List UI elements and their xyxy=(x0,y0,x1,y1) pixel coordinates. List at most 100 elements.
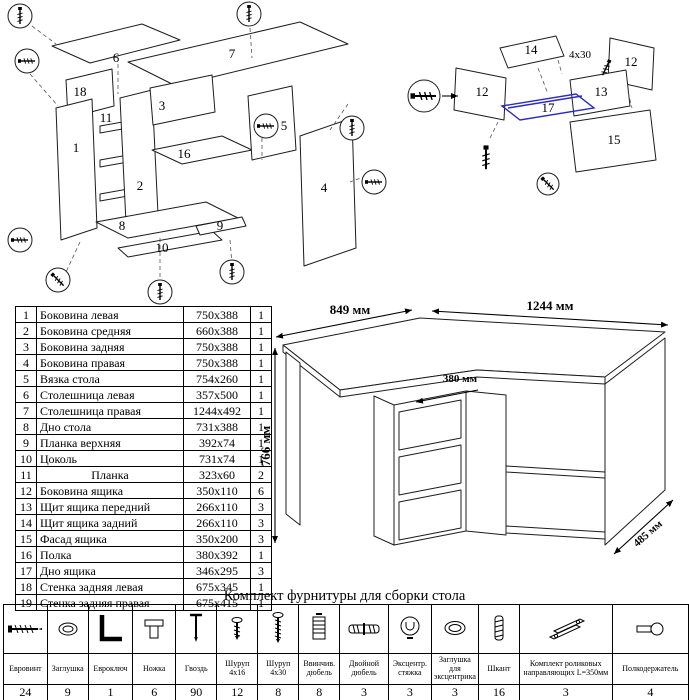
part-1-left-side xyxy=(55,98,98,241)
hardware-callouts xyxy=(7,1,387,305)
part-13-drawer-front-panel xyxy=(569,69,631,117)
hardware-item-qty: 3 xyxy=(518,684,613,700)
hardware-item-name: Гвоздь xyxy=(175,653,218,685)
hardware-item-qty: 6 xyxy=(132,684,177,700)
hardware-item-qty: 3 xyxy=(387,684,432,700)
desk-render xyxy=(282,317,666,546)
parts-name: Боковина левая xyxy=(36,306,184,323)
hardware-item-qty: 3 xyxy=(339,684,389,700)
drawer-parts xyxy=(453,35,657,173)
parts-size: 323x60 xyxy=(183,466,251,483)
dowel-pin-icon xyxy=(477,604,520,654)
dim-line-1244 xyxy=(431,308,669,328)
parts-name: Полка xyxy=(36,546,184,563)
hardware-item-name: Шуруп 4x16 xyxy=(216,653,259,685)
hardware-item-name: Эксцентр. стяжка xyxy=(387,653,432,685)
hardware-item-qty: 16 xyxy=(477,684,520,700)
hardware-item-qty: 8 xyxy=(298,684,341,700)
part-15-drawer-facade xyxy=(569,109,657,173)
parts-num: 5 xyxy=(15,370,37,387)
eccentric-cap-icon xyxy=(430,604,479,654)
parts-num: 14 xyxy=(15,514,37,531)
parts-num: 13 xyxy=(15,498,37,515)
part-4-right-side xyxy=(299,117,357,267)
cap-icon xyxy=(46,604,89,654)
parts-name: Боковина задняя xyxy=(36,338,184,355)
parts-num: 2 xyxy=(15,322,37,339)
confirmat-screw-icon xyxy=(3,604,48,654)
part-10-plinth xyxy=(117,230,223,258)
hardware-item-qty: 12 xyxy=(216,684,259,700)
parts-size: 750x388 xyxy=(183,354,251,371)
dim-line-849 xyxy=(275,308,413,339)
hardware-item-qty: 3 xyxy=(430,684,479,700)
diagram-label: 4x30 xyxy=(569,49,592,61)
niche-shelf xyxy=(505,465,606,479)
parts-size: 392x74 xyxy=(183,434,251,451)
parts-num: 9 xyxy=(15,434,37,451)
dim-line-485 xyxy=(613,499,674,555)
parts-num: 12 xyxy=(15,482,37,499)
diagram-label: 13 xyxy=(595,84,608,99)
parts-name: Боковина правая xyxy=(36,354,184,371)
hardware-item-name: Евроключ xyxy=(87,653,134,685)
diagram-label: 9 xyxy=(217,218,224,233)
part-17-drawer-bottom xyxy=(500,93,596,121)
parts-num: 15 xyxy=(15,530,37,547)
parts-num: 3 xyxy=(15,338,37,355)
part-9-top-slat xyxy=(195,216,247,236)
parts-size: 380x392 xyxy=(183,546,251,563)
parts-size: 346x295 xyxy=(183,562,251,579)
screw-callout-icon xyxy=(45,267,71,293)
screw-callout-icon xyxy=(7,3,33,29)
parts-name: Цоколь xyxy=(36,450,184,467)
drawer-slides-icon xyxy=(518,604,613,654)
screw-callout-icon xyxy=(339,115,365,141)
hardware-item-qty: 90 xyxy=(175,684,218,700)
parts-name: Щит ящика задний xyxy=(36,514,184,531)
diagram-label: 11 xyxy=(100,110,113,125)
parts-size: 1244x492 xyxy=(183,402,251,419)
screw-icon xyxy=(482,145,489,169)
part-6-left-top xyxy=(51,23,181,64)
parts-size: 660x388 xyxy=(183,322,251,339)
drawer-front-3 xyxy=(398,489,462,541)
diagram-label: 3 xyxy=(159,98,166,113)
parts-size: 357x500 xyxy=(183,386,251,403)
parts-name: Планка верхняя xyxy=(36,434,184,451)
exploded-parts xyxy=(51,21,357,267)
part-14-drawer-back xyxy=(499,35,565,69)
hardware-kit-title: Комплект фурнитуры для сборки стола xyxy=(223,588,466,604)
parts-num: 17 xyxy=(15,562,37,579)
parts-size: 350x110 xyxy=(183,482,251,499)
left-end-panel xyxy=(285,351,301,526)
confirmat-screw-callout-icon xyxy=(407,79,441,113)
diagram-label: 8 xyxy=(119,218,126,233)
hardware-item-name: Ввинчив. дюбель xyxy=(298,653,341,685)
hardware-item-name: Заглушка для эксцентрика xyxy=(430,653,479,685)
parts-name: Фасад ящика xyxy=(36,530,184,547)
screw-callout-icon xyxy=(14,48,40,74)
diagram-label: 14 xyxy=(525,42,539,57)
diagram-label: 17 xyxy=(542,100,556,115)
nail-icon xyxy=(175,604,218,654)
diagram-label: 2 xyxy=(137,178,144,193)
screw-callout-icon xyxy=(536,172,560,196)
assembly-guide-lines xyxy=(489,59,633,139)
parts-size: 754x260 xyxy=(183,370,251,387)
hardware-callouts xyxy=(407,56,614,196)
parts-num: 8 xyxy=(15,418,37,435)
hex-key-icon xyxy=(87,604,134,654)
part-3-back-side xyxy=(149,74,216,126)
